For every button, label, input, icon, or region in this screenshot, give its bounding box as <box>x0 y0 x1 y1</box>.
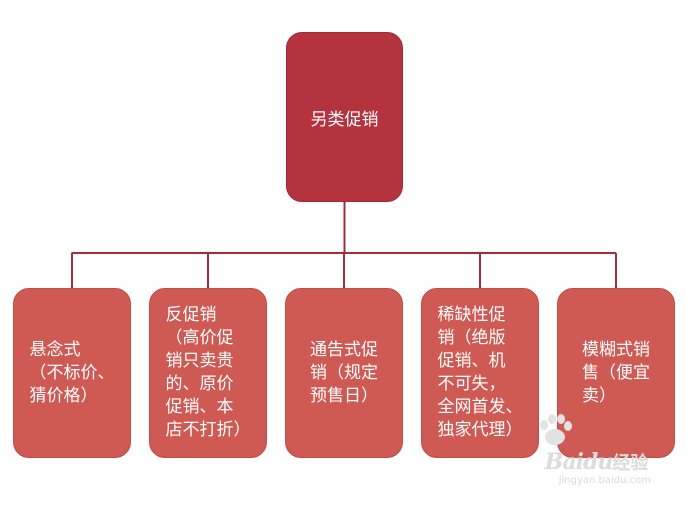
child-node-suspense: 悬念式 （不标价、 猜价格） <box>13 288 131 458</box>
child-node-scarcity: 稀缺性促 销（绝版 促销、机 不可失， 全网首发、 独家代理） <box>421 288 539 458</box>
watermark-brand: Baidu经验 <box>545 449 651 475</box>
watermark-brand-sub: 经验 <box>612 453 649 474</box>
child-label-announcement: 通告式促 销（规定 预售日） <box>310 339 378 406</box>
baidu-jingyan-watermark: Baidu经验 jingyan.baidu.com <box>539 414 651 486</box>
watermark-url: jingyan.baidu.com <box>558 475 651 486</box>
watermark-brand-du: du <box>582 449 613 475</box>
root-node: 另类促销 <box>286 32 403 202</box>
root-label: 另类促销 <box>310 109 379 130</box>
child-label-suspense: 悬念式 （不标价、 猜价格） <box>29 339 115 406</box>
child-label-anti-promotion: 反促销 （高价促 销只卖贵 的、原价 促销、本 店不打折） <box>165 305 251 440</box>
child-node-fuzzy-sale: 模糊式销 售（便宜 卖） <box>557 288 675 458</box>
child-node-announcement: 通告式促 销（规定 预售日） <box>285 288 403 458</box>
paw-icon <box>539 414 572 445</box>
child-label-scarcity: 稀缺性促 销（绝版 促销、机 不可失， 全网首发、 独家代理） <box>437 305 523 440</box>
child-node-anti-promotion: 反促销 （高价促 销只卖贵 的、原价 促销、本 店不打折） <box>149 288 267 458</box>
child-label-fuzzy-sale: 模糊式销 售（便宜 卖） <box>582 339 650 406</box>
watermark-brand-bai: Bai <box>544 449 584 475</box>
